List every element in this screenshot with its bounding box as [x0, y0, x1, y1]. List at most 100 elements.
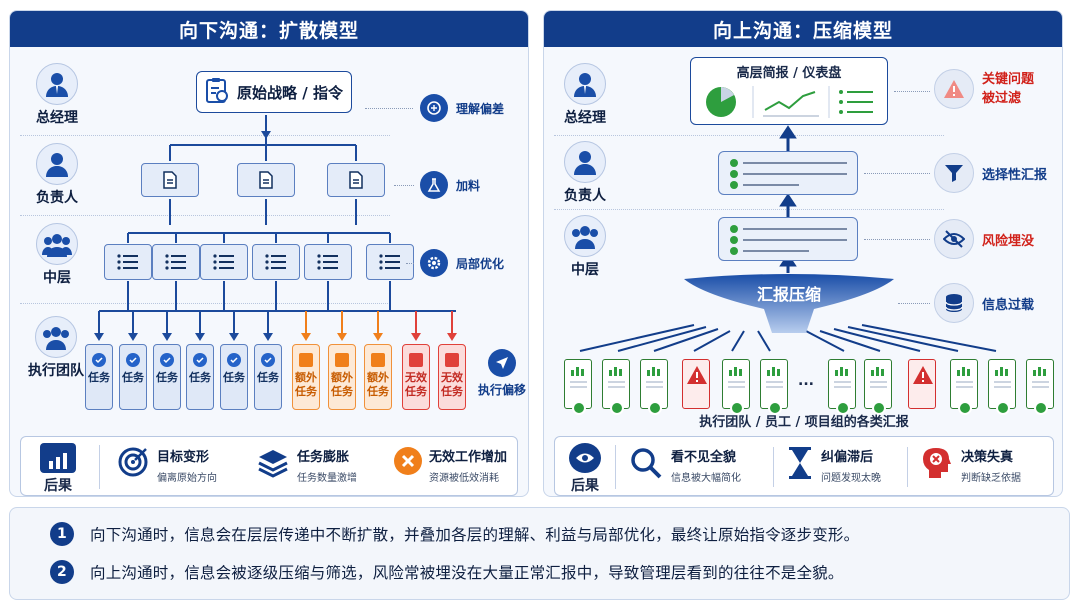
summary-row: 1 向下沟通时，信息会在层层传递中不断扩散，并叠加各层的理解、利益与局部优化，最… [50, 522, 859, 546]
side-label-text: 关键问题被过滤 [982, 72, 1035, 106]
result-label: 后果 [571, 478, 599, 494]
invalid-task-card: 无效任务 [438, 344, 466, 410]
report-card [564, 359, 592, 415]
stack-icon [371, 353, 385, 367]
consequence-title: 纠偏滞后 [821, 450, 874, 465]
side-label: 选择性汇报 [934, 153, 1047, 193]
role-label: 总经理 [36, 110, 78, 126]
side-label: 关键问题被过滤 [934, 69, 1046, 109]
consequence-title: 无效工作增加 [429, 450, 508, 465]
check-icon [836, 401, 850, 415]
top-box-label: 原始战略 / 指令 [237, 83, 343, 102]
consequence-item: 纠偏滞后问题发现太晚 [787, 446, 881, 484]
person-icon [36, 63, 78, 105]
role-team: 执行团队 [16, 316, 96, 380]
document-icon [163, 171, 177, 189]
group-icon [35, 316, 77, 358]
check-icon [996, 401, 1010, 415]
side-label: 风险埋没 [934, 219, 1034, 259]
warning-icon [934, 69, 974, 109]
list-icon [213, 254, 234, 270]
stack-icon [299, 353, 313, 367]
list-box [366, 244, 414, 280]
report-card [864, 359, 892, 415]
upward-panel: 向上沟通：压缩模型 总经理 负责人 中层 高层简报 / 仪表盘 [543, 10, 1063, 497]
divider [773, 447, 774, 487]
level-divider [20, 215, 390, 216]
extra-task-card: 额外任务 [292, 344, 320, 410]
side-label: 局部优化 [420, 249, 504, 277]
summary-box: 1 向下沟通时，信息会在层层传递中不断扩散，并叠加各层的理解、利益与局部优化，最… [9, 507, 1070, 600]
consequence-desc: 资源被低效消耗 [429, 473, 499, 484]
warning-icon [687, 366, 707, 384]
report-chart-icon [646, 367, 663, 388]
consequence-desc: 任务数量激增 [297, 473, 357, 484]
role-label: 中层 [571, 262, 599, 278]
annotation-line [898, 303, 930, 304]
check-icon [730, 401, 744, 415]
line-chart-icon [763, 91, 819, 117]
consequence-item: 决策失真判断缺乏依据 [921, 446, 1021, 484]
list-icon [379, 254, 400, 270]
downward-panel: 向下沟通：扩散模型 总经理 负责人 中层 执行团队 [9, 10, 529, 497]
warning-icon [913, 366, 933, 384]
annotation-line [864, 173, 930, 174]
executive-dashboard: 高层简报 / 仪表盘 [690, 57, 888, 125]
report-card [988, 359, 1016, 415]
invalid-task-card: 无效任务 [402, 344, 430, 410]
navigation-icon [488, 349, 516, 377]
check-icon [1034, 401, 1048, 415]
task-label: 无效任务 [405, 371, 427, 398]
level-divider [20, 303, 390, 304]
list-box [200, 244, 248, 280]
flask-icon [420, 171, 448, 199]
document-icon [349, 171, 363, 189]
consequence-item: 目标变形偏离原始方向 [117, 446, 217, 484]
hourglass-icon [789, 447, 811, 479]
stack-icon [409, 353, 423, 367]
task-label: 无效任务 [441, 371, 463, 398]
person-icon [564, 63, 606, 105]
reports-caption: 执行团队 / 员工 / 项目组的各类汇报 [699, 415, 909, 430]
check-icon [768, 401, 782, 415]
divider [99, 445, 100, 489]
check-icon [261, 353, 275, 367]
side-label-text: 选择性汇报 [982, 167, 1048, 183]
target-icon [118, 447, 148, 477]
consequence-item: 任务膨胀任务数量激增 [257, 446, 357, 484]
ellipsis: ... [798, 373, 814, 389]
panel-title: 向上沟通：压缩模型 [544, 11, 1062, 47]
filtered-report-box [718, 151, 858, 195]
task-label: 额外任务 [367, 371, 389, 398]
list-icon [117, 254, 138, 270]
dashboard-graphics [706, 86, 873, 118]
divider [907, 447, 908, 487]
task-card: 任务 [186, 344, 214, 410]
task-card: 任务 [254, 344, 282, 410]
consequence-title: 看不见全貌 [671, 450, 737, 465]
list-icon [317, 254, 338, 270]
consequence-desc: 偏离原始方向 [157, 473, 217, 484]
side-label-text: 加料 [456, 178, 481, 193]
consequence-desc: 问题发现太晚 [821, 473, 881, 484]
task-card: 任务 [220, 344, 248, 410]
compression-funnel [684, 274, 894, 333]
report-card [1026, 359, 1054, 415]
summary-text: 向下沟通时，信息会在层层传递中不断扩散，并叠加各层的理解、利益与局部优化，最终让… [90, 526, 860, 544]
left-consequences-bar: 后果 目标变形偏离原始方向 任务膨胀任务数量激增 无效工作增加资源被低效消耗 [20, 436, 518, 496]
eye-icon [569, 443, 601, 473]
report-chart-icon [994, 367, 1011, 388]
consequence-header: 后果 [565, 443, 605, 495]
risk-report-card [682, 359, 710, 409]
role-label: 中层 [43, 270, 71, 286]
level-divider [554, 209, 944, 210]
checklist-icon [730, 225, 847, 255]
task-label: 任务 [88, 371, 110, 384]
role-manager: 负责人 [550, 141, 620, 205]
summary-text: 向上沟通时，信息会被逐级压缩与筛选，风险常被埋没在大量正常汇报中，导致管理层看到… [90, 564, 844, 582]
report-card [602, 359, 630, 415]
report-chart-icon [608, 367, 625, 388]
role-manager: 负责人 [22, 143, 92, 207]
report-chart-icon [570, 367, 587, 388]
side-label-text: 局部优化 [456, 256, 505, 271]
